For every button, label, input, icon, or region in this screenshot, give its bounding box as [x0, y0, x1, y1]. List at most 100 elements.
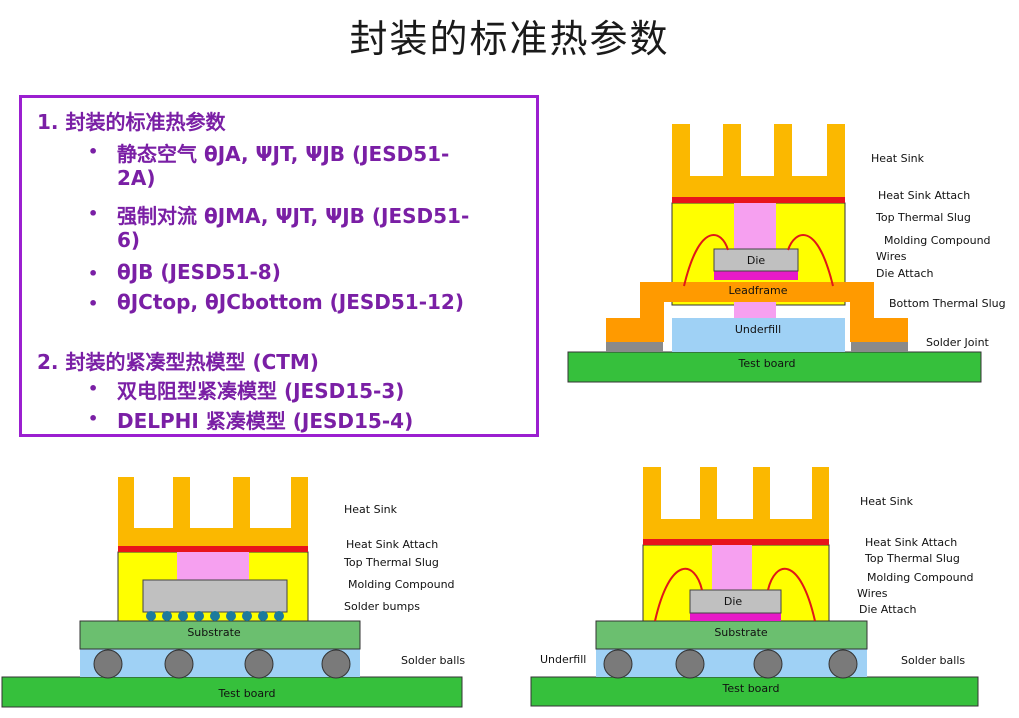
- substrate: [79, 620, 361, 650]
- label-heat-sink: Heat Sink: [344, 503, 398, 516]
- die-label: Die: [724, 595, 743, 608]
- label-molding-compound: Molding Compound: [348, 578, 455, 591]
- solder-bumps: [146, 611, 284, 621]
- list-item-forced-convection-cont: 6): [117, 228, 141, 252]
- heat-sink-attach: [118, 546, 308, 552]
- label-die-attach: Die Attach: [859, 603, 917, 616]
- solder-bump: [258, 611, 268, 621]
- thermal-parameter-list-box: [19, 95, 539, 437]
- list-item-theta-jc: θJCtop, θJCbottom (JESD51-12): [117, 290, 464, 314]
- solder-bump: [242, 611, 252, 621]
- diagram-leadframe-package: Test board Underfill Leadframe Die Heat …: [567, 124, 1006, 383]
- top-thermal-slug: [177, 552, 249, 580]
- label-heat-sink: Heat Sink: [871, 152, 925, 165]
- list-item-two-resistor: 双电阻型紧凑模型 (JESD15-3): [117, 379, 405, 403]
- diagram-flip-chip-package: Test board Substrate He: [1, 477, 465, 708]
- solder-joint-left: [606, 342, 663, 352]
- heat-sink-attach: [672, 197, 845, 203]
- bullet-icon: •: [88, 379, 99, 398]
- solder-ball: [164, 649, 194, 679]
- label-heat-sink-attach: Heat Sink Attach: [865, 536, 957, 549]
- list-item-forced-convection: 强制对流 θJMA, ΨJT, ΨJB (JESD51-: [117, 204, 470, 228]
- lead-left: [606, 282, 706, 342]
- solder-ball-layer: [80, 649, 360, 677]
- substrate-label: Substrate: [714, 626, 768, 639]
- solder-bump: [210, 611, 220, 621]
- test-board-label: Test board: [738, 357, 796, 370]
- solder-bump: [194, 611, 204, 621]
- label-wires: Wires: [876, 250, 907, 263]
- heat-sink: [643, 467, 829, 539]
- label-solder-balls: Solder balls: [901, 654, 965, 667]
- top-thermal-slug: [734, 203, 776, 251]
- bullet-icon: •: [88, 294, 99, 313]
- diagram-wire-bond-package: Test board Substrate Die Heat Sink Heat …: [530, 467, 979, 707]
- heat-sink: [672, 124, 845, 197]
- label-die-attach: Die Attach: [876, 267, 934, 280]
- bullet-icon: •: [88, 204, 99, 223]
- solder-ball: [244, 649, 274, 679]
- page-title: 封装的标准热参数: [349, 17, 670, 61]
- underfill-layer: [596, 649, 867, 677]
- solder-joint-right: [851, 342, 908, 352]
- top-thermal-slug: [712, 545, 752, 590]
- test-board: [530, 676, 979, 707]
- test-board-label: Test board: [722, 682, 780, 695]
- test-board-label: Test board: [218, 687, 276, 700]
- solder-ball: [321, 649, 351, 679]
- wire-right: [767, 567, 816, 622]
- lead-right: [810, 282, 908, 342]
- list-item-still-air-line1: 静态空气 θJA, ΨJT, ΨJB (JESD51-: [117, 142, 450, 166]
- solder-ball: [753, 649, 783, 679]
- solder-bump: [274, 611, 284, 621]
- label-top-thermal-slug: Top Thermal Slug: [864, 552, 960, 565]
- label-underfill: Underfill: [540, 653, 586, 666]
- test-board: [1, 676, 463, 708]
- solder-bump: [178, 611, 188, 621]
- solder-bump: [226, 611, 236, 621]
- label-bottom-thermal-slug: Bottom Thermal Slug: [889, 297, 1006, 310]
- wire-left: [683, 234, 729, 287]
- solder-ball: [93, 649, 123, 679]
- underfill-label: Underfill: [735, 323, 781, 336]
- label-wires: Wires: [857, 587, 888, 600]
- solder-ball: [675, 649, 705, 679]
- label-solder-bumps: Solder bumps: [344, 600, 420, 613]
- die-attach: [714, 271, 798, 280]
- label-heat-sink: Heat Sink: [860, 495, 914, 508]
- label-heat-sink-attach: Heat Sink Attach: [878, 189, 970, 202]
- bullet-icon: •: [88, 142, 99, 161]
- solder-ball: [828, 649, 858, 679]
- label-molding-compound: Molding Compound: [867, 571, 974, 584]
- wire-left: [654, 567, 703, 622]
- wire-right: [787, 234, 834, 287]
- die: [713, 248, 799, 272]
- bullet-icon: •: [88, 264, 99, 283]
- die-label: Die: [747, 254, 766, 267]
- solder-ball: [603, 649, 633, 679]
- label-molding-compound: Molding Compound: [884, 234, 991, 247]
- list-item-still-air-cont: 2A): [117, 166, 156, 190]
- solder-bump: [162, 611, 172, 621]
- label-top-thermal-slug: Top Thermal Slug: [875, 211, 971, 224]
- underfill: [672, 318, 845, 352]
- substrate: [595, 620, 868, 650]
- list-item-still-air: 静态空气 θJA, ΨJT, ΨJB (JESD51-: [117, 138, 449, 167]
- label-solder-joint: Solder Joint: [926, 336, 990, 349]
- list-item-theta-jb: θJB (JESD51-8): [117, 260, 281, 284]
- die-attach: [690, 613, 781, 621]
- section-1-heading: 1. 封装的标准热参数: [37, 110, 226, 134]
- substrate-label: Substrate: [187, 626, 241, 639]
- list-item-delphi: DELPHI 紧凑模型 (JESD15-4): [117, 409, 414, 433]
- heat-sink: [118, 477, 308, 546]
- solder-bump: [146, 611, 156, 621]
- die: [689, 589, 782, 614]
- section-2-heading: 2. 封装的紧凑型热模型 (CTM): [37, 350, 319, 374]
- die: [142, 579, 288, 613]
- leadframe: [706, 282, 810, 302]
- label-heat-sink-attach: Heat Sink Attach: [346, 538, 438, 551]
- label-top-thermal-slug: Top Thermal Slug: [343, 556, 439, 569]
- bullet-icon: •: [88, 409, 99, 428]
- label-solder-balls: Solder balls: [401, 654, 465, 667]
